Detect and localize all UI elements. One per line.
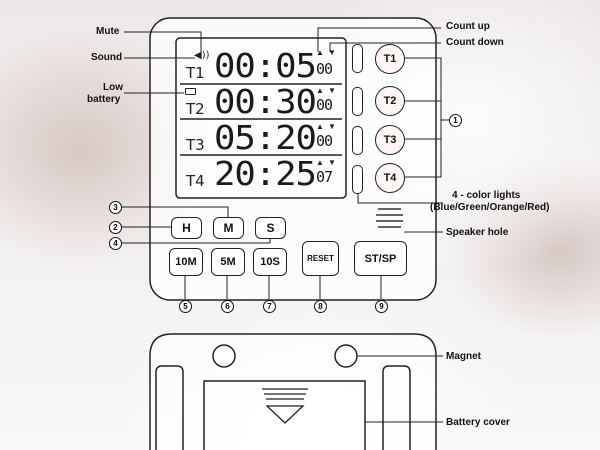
timer-label-t4: T4 [186,172,205,190]
label-battery: battery [87,94,121,105]
label-mute: Mute [96,26,120,37]
t1-button[interactable]: T1 [375,44,405,74]
callout-timer-group [405,57,442,178]
seconds-readout-t3: 00 [316,132,333,150]
color-light-t1 [352,44,363,73]
label-count-down: Count down [446,37,504,48]
callout-count-down [329,42,441,52]
color-light-t3 [352,126,363,155]
time-readout-t2: 00:30 [214,82,317,121]
callout-number-4: 4 [109,237,122,250]
low-battery-icon [185,88,196,95]
foot-right [382,365,411,450]
count-down-arrow-icon: ▼ [328,158,336,167]
time-readout-t3: 05:20 [214,118,317,157]
seconds-readout-t1: 00 [316,60,333,78]
minute-button[interactable]: M [213,217,244,239]
callout-number-7: 7 [263,300,276,313]
time-readout-t1: 00:05 [214,46,317,85]
count-down-arrow-icon: ▼ [328,86,336,95]
timer-label-t3: T3 [186,136,205,154]
color-light-t2 [352,87,363,116]
magnet-right [334,344,358,368]
reset-button[interactable]: RESET [302,241,339,276]
timer-label-t2: T2 [186,100,205,118]
battery-cover [203,380,366,450]
callout-number-9: 9 [375,300,388,313]
count-up-arrow-icon: ▲ [316,158,324,167]
label-battery-cover: Battery cover [446,417,510,428]
callout-mute [124,31,202,52]
callout-number-8: 8 [314,300,327,313]
magnet-left [212,344,236,368]
count-down-arrow-icon: ▼ [328,48,336,57]
label-count-up: Count up [446,21,490,32]
sound-icon: ◀)) [194,50,210,61]
5m-button[interactable]: 5M [211,248,245,276]
callout-number-6: 6 [221,300,234,313]
label-low: Low [103,82,123,93]
color-light-t4 [352,165,363,194]
label-color-lights: 4 - color lights [452,190,521,201]
second-button[interactable]: S [255,217,286,239]
callout-number-2: 2 [109,221,122,234]
time-readout-t4: 20:25 [214,154,317,193]
count-down-arrow-icon: ▼ [328,122,336,131]
count-up-arrow-icon: ▲ [316,86,324,95]
callout-number-1: 1 [449,114,462,127]
foot-left [155,365,184,450]
label-sound: Sound [91,52,123,63]
seconds-readout-t2: 00 [316,96,333,114]
lcd-screen [175,37,347,199]
10m-button[interactable]: 10M [169,248,203,276]
label-speaker-hole: Speaker hole [446,227,509,238]
10s-button[interactable]: 10S [253,248,287,276]
callout-count-up [317,27,441,52]
count-up-arrow-icon: ▲ [316,122,324,131]
callout-3 [121,206,229,218]
label-color-lights-list: (Blue/Green/Orange/Red) [430,202,550,213]
label-magnet: Magnet [446,351,481,362]
hour-button[interactable]: H [171,217,202,239]
count-up-arrow-icon: ▲ [316,48,324,57]
t4-button[interactable]: T4 [375,163,405,193]
callout-number-5: 5 [179,300,192,313]
seconds-readout-t4: 07 [316,168,333,186]
callout-4 [121,237,271,244]
t3-button[interactable]: T3 [375,125,405,155]
t2-button[interactable]: T2 [375,86,405,116]
callout-number-3: 3 [109,201,122,214]
cover-arrow [265,405,305,424]
timer-label-t1: T1 [186,64,205,82]
start-stop-button[interactable]: ST/SP [354,241,407,276]
